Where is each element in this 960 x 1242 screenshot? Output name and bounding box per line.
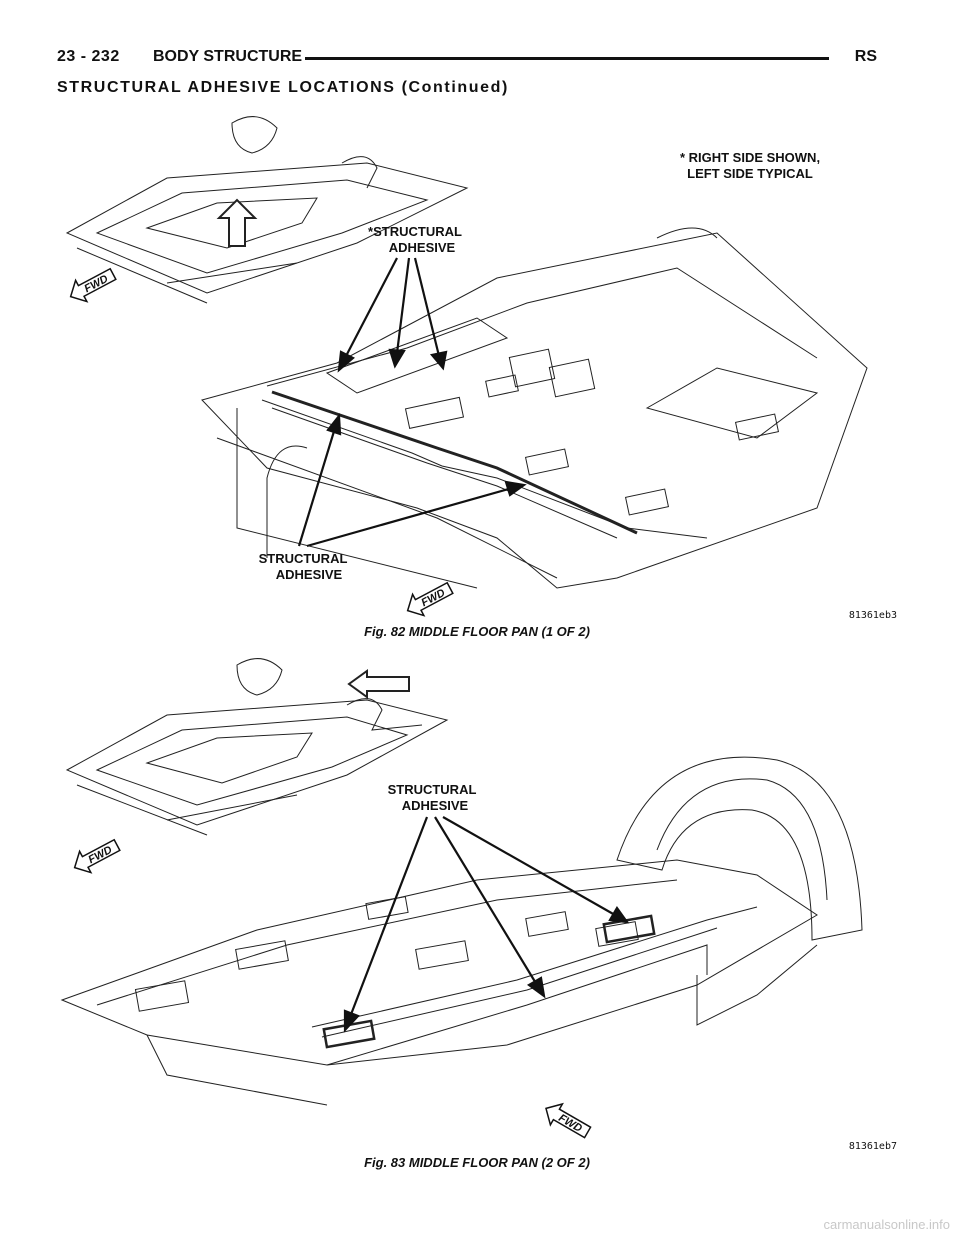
callout-upper-line2: ADHESIVE <box>389 240 456 255</box>
arrow-up-icon <box>216 198 258 247</box>
vehicle-overview-inset <box>65 116 469 304</box>
adhesive-bead <box>271 390 638 535</box>
header-rule <box>305 57 829 60</box>
figure-83: FWD FWD STRUCTURAL ADHESIVE 81361eb7 Fig… <box>57 645 897 1175</box>
floor-pan-illustration-1: FWD FWD * RIGHT SIDE SHOWN, LEFT SIDE TY… <box>65 116 868 617</box>
figure-caption: Fig. 82 MIDDLE FLOOR PAN (1 OF 2) <box>364 624 590 639</box>
callout-note-line1: * RIGHT SIDE SHOWN, <box>680 150 820 165</box>
callout-lower-line2: ADHESIVE <box>276 567 343 582</box>
vehicle-overview-inset <box>65 658 449 836</box>
arrow-left-icon <box>347 669 410 699</box>
fwd-label: FWD <box>86 844 114 866</box>
callout-line2: ADHESIVE <box>402 798 469 813</box>
floor-pan-main <box>60 756 863 1106</box>
leader-lines <box>343 816 630 1033</box>
callout-line1: STRUCTURAL <box>388 782 477 797</box>
section-title: BODY STRUCTURE <box>153 48 303 65</box>
page-subtitle: STRUCTURAL ADHESIVE LOCATIONS (Continued… <box>57 79 509 96</box>
fwd-arrow-icon: FWD <box>69 267 117 303</box>
watermark-footer: carmanualsonline.info <box>823 1217 950 1232</box>
callout-lower-line1: STRUCTURAL <box>259 551 348 566</box>
floor-pan-illustration-2: FWD FWD STRUCTURAL ADHESIVE <box>60 658 863 1139</box>
page-header: 23 - 232 BODY STRUCTURE RS <box>57 46 877 70</box>
fwd-arrow-icon: FWD <box>73 838 121 874</box>
fwd-label: FWD <box>556 1112 584 1135</box>
floor-pan-main <box>201 227 868 589</box>
illustration-id: 81361eb3 <box>848 610 897 621</box>
callout-note-line2: LEFT SIDE TYPICAL <box>687 166 813 181</box>
figure-82: FWD FWD * RIGHT SIDE SHOWN, LEFT SIDE TY… <box>57 108 897 648</box>
figure-caption: Fig. 83 MIDDLE FLOOR PAN (2 OF 2) <box>364 1155 590 1170</box>
leader-lines <box>297 257 527 548</box>
fwd-label: FWD <box>82 273 110 295</box>
fwd-arrow-icon: FWD <box>406 581 454 617</box>
fwd-arrow-icon: FWD <box>545 1102 592 1139</box>
model-code: RS <box>854 48 877 65</box>
callout-upper-line1: *STRUCTURAL <box>368 224 462 239</box>
illustration-id: 81361eb7 <box>848 1141 897 1152</box>
page-number: 23 - 232 <box>57 48 120 65</box>
fwd-label: FWD <box>419 587 447 609</box>
